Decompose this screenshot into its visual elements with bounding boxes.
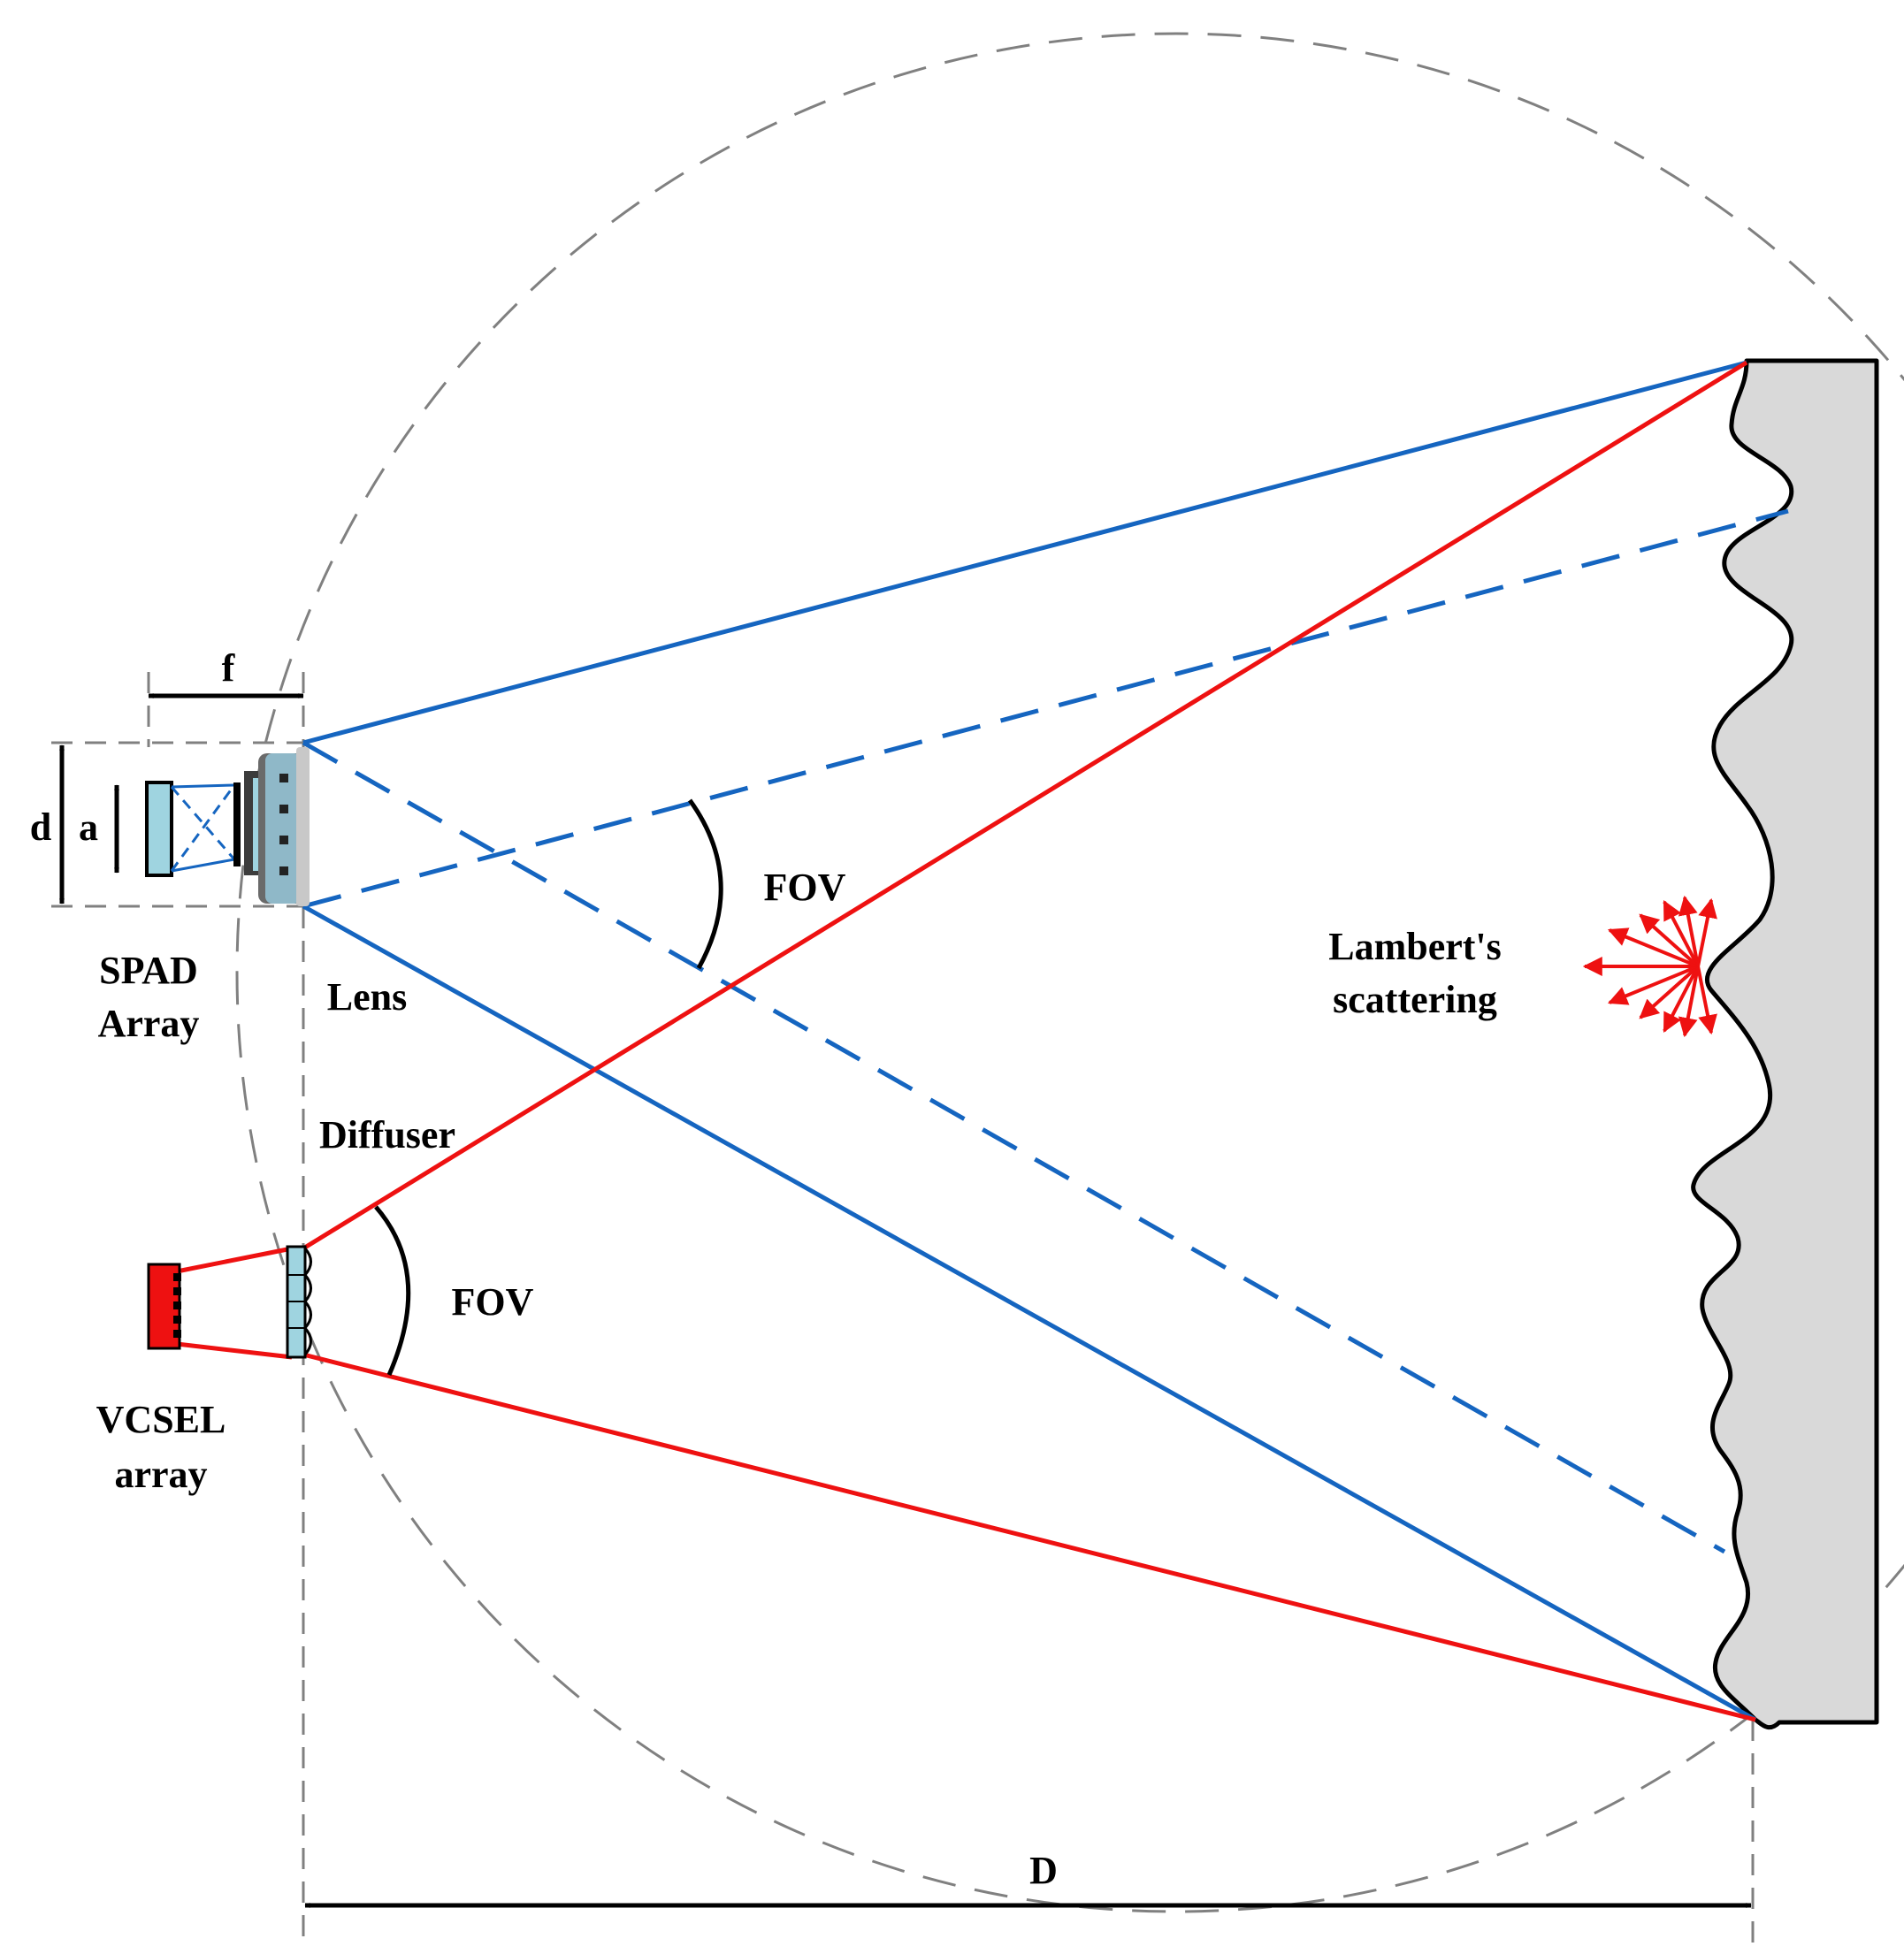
vcsel-array-label-line1: VCSEL	[96, 1398, 226, 1441]
emitter-fov-label: FOV	[452, 1280, 534, 1324]
receiver-ray-dashed-lower	[302, 740, 1726, 1554]
receiver-ray-lower	[302, 904, 1757, 1722]
spad-array	[145, 781, 236, 877]
receiver-ray-dashed-upper	[302, 508, 1789, 909]
lens	[233, 747, 310, 906]
vcsel-array-label-line2: array	[114, 1453, 207, 1496]
emitter-ray-lower	[302, 1352, 1756, 1722]
lambert-label-line2: scattering	[1333, 978, 1497, 1021]
focal-length-label: f	[222, 646, 236, 690]
spad-array-label-line1: SPAD	[99, 949, 198, 992]
lens-label: Lens	[327, 975, 407, 1019]
diffuser-label: Diffuser	[319, 1113, 455, 1156]
emitter-ray-upper	[302, 360, 1748, 1251]
vcsel-array	[147, 1263, 181, 1350]
spad-array-label-line2: Array	[98, 1002, 200, 1045]
receiver-field-of-view	[302, 360, 1789, 1722]
lambert-label-line1: Lambert's	[1328, 925, 1502, 968]
distance-label: D	[1029, 1849, 1058, 1892]
emitter-fov-arc	[374, 1205, 411, 1376]
target-surface	[1691, 358, 1879, 1730]
diffuser	[286, 1245, 312, 1359]
receiver-fov-arc	[687, 798, 723, 970]
dimension-arrows	[59, 693, 1752, 1908]
emitter-field-of-view	[176, 360, 1756, 1722]
range-circle	[235, 32, 1904, 1913]
lens-height-label: d	[30, 805, 51, 849]
receiver-fov-label: FOV	[764, 866, 846, 909]
sensor-height-label: a	[79, 805, 98, 849]
receiver-ray-upper	[302, 360, 1747, 745]
lambert-scattering-arrows	[1582, 895, 1717, 1038]
